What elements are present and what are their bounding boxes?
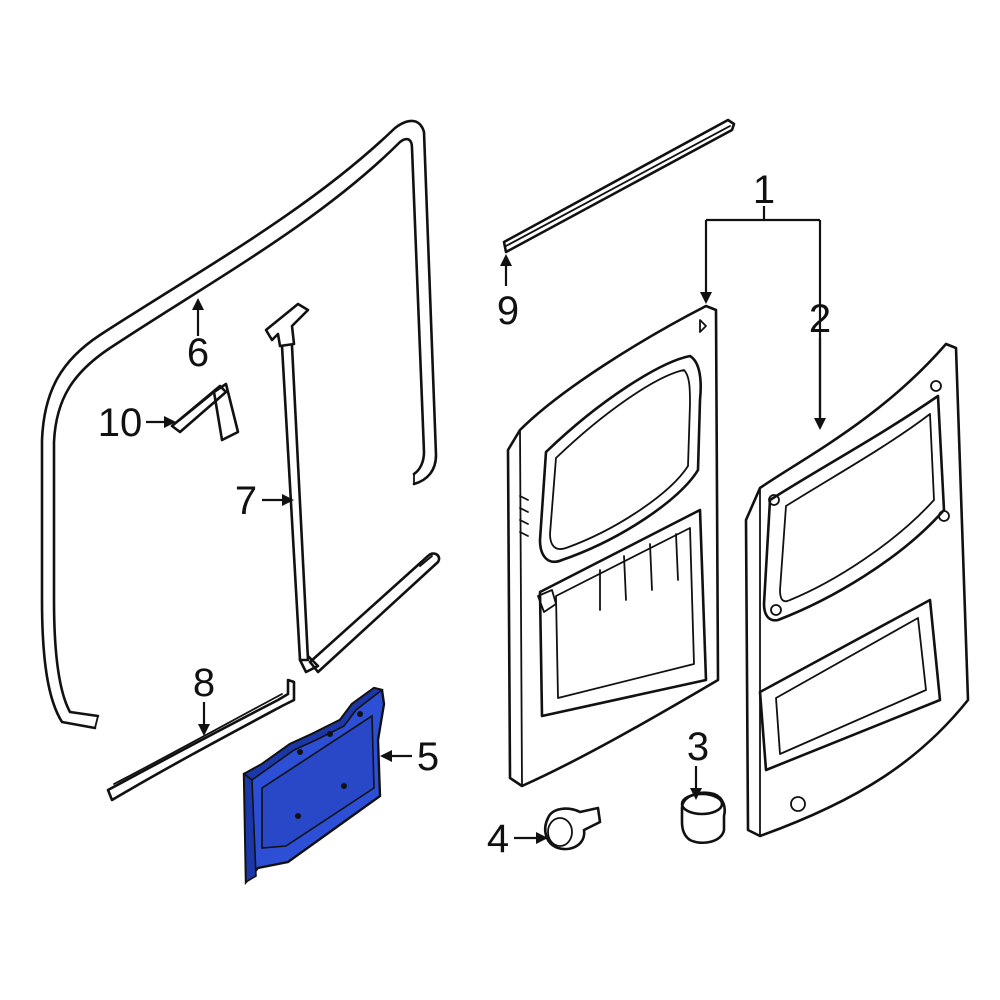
callout-4: 4 xyxy=(487,817,509,861)
part-1-door[interactable] xyxy=(506,304,720,788)
part-3-plug[interactable] xyxy=(680,791,726,844)
callout-3: 3 xyxy=(687,725,709,769)
callout-5: 5 xyxy=(417,735,439,779)
lower-run-channel[interactable] xyxy=(308,552,441,674)
leader-lines xyxy=(146,206,826,844)
part-9-strip[interactable] xyxy=(502,118,736,254)
part-4-clip[interactable] xyxy=(544,806,602,851)
callout-10: 10 xyxy=(98,401,143,445)
callout-7: 7 xyxy=(235,479,257,523)
callout-6: 6 xyxy=(187,331,209,375)
callout-2: 2 xyxy=(809,297,831,341)
callout-8: 8 xyxy=(193,661,215,705)
callout-labels: 1 2 3 4 5 6 7 8 9 10 xyxy=(98,168,831,861)
part-7-channel[interactable] xyxy=(264,302,320,674)
callout-9: 9 xyxy=(497,289,519,333)
part-5-panel-highlighted[interactable] xyxy=(242,686,386,886)
callout-1: 1 xyxy=(753,168,775,212)
part-10-bracket[interactable] xyxy=(170,382,240,442)
part-8-molding[interactable] xyxy=(106,678,296,802)
part-2-outer-panel[interactable] xyxy=(744,342,970,838)
part-6-weatherstrip[interactable] xyxy=(40,119,438,730)
